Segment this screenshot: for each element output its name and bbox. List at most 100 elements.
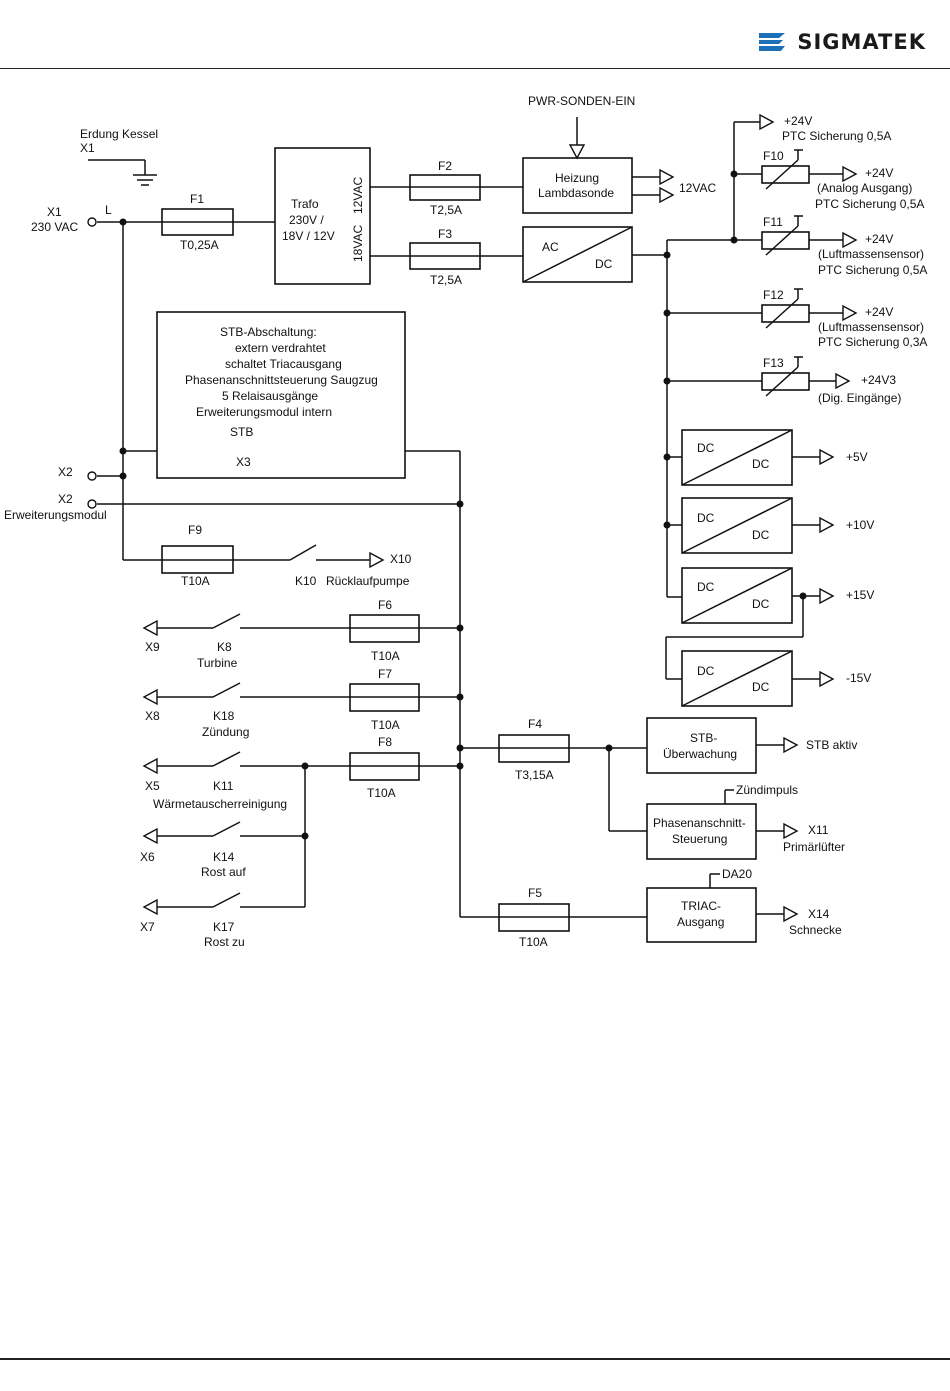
trafo-label-3: 18V / 12V — [282, 229, 335, 243]
arrows — [142, 113, 858, 923]
f7-label: F7 — [378, 667, 392, 681]
out-x5-icon — [142, 757, 158, 775]
triac-box — [646, 887, 757, 943]
ptc-f11 — [761, 215, 810, 256]
zuendung-label: Zündung — [202, 725, 249, 739]
out-5v-icon — [819, 448, 835, 466]
out-x10-icon — [369, 551, 385, 569]
f1-label: F1 — [190, 192, 204, 206]
out-x7-icon — [142, 898, 158, 916]
x1-label: X1 — [47, 205, 62, 219]
trafo-label-1: Trafo — [291, 197, 319, 211]
x2a-label: X2 — [58, 465, 73, 479]
pwr-arrow-icon — [568, 144, 586, 160]
out-stb-aktiv-icon — [783, 736, 799, 754]
dig-label: (Dig. Eingänge) — [818, 391, 901, 405]
zuendimpuls-label: Zündimpuls — [736, 783, 798, 797]
terminals — [87, 217, 97, 509]
x14-label: X14 — [808, 907, 830, 921]
ptc-f13 — [761, 356, 810, 397]
phas-label-2: Steuerung — [672, 832, 727, 846]
f8-value: T10A — [367, 786, 396, 800]
triac-label-1: TRIAC- — [681, 899, 721, 913]
ptc-f10 — [761, 149, 810, 190]
stb-line-2: extern verdrahtet — [235, 341, 326, 355]
boxes — [156, 147, 793, 943]
out-x14-icon — [783, 905, 799, 923]
f2-value: T2,5A — [430, 203, 462, 217]
f1-value: T0,25A — [180, 238, 219, 252]
dc-label: DC — [595, 257, 613, 271]
dc-m15v-in: DC — [697, 664, 715, 678]
ptc-f12 — [761, 288, 810, 329]
x7-label: X7 — [140, 920, 155, 934]
stb-line-6: Erweiterungsmodul intern — [196, 405, 332, 419]
header-rule — [0, 68, 950, 69]
p10-label: +10V — [846, 518, 874, 532]
out-x6-icon — [142, 827, 158, 845]
x5-label: X5 — [145, 779, 160, 793]
f13-label: F13 — [763, 356, 784, 370]
dc-5v-in: DC — [697, 441, 715, 455]
stb-line-4: Phasenanschnittsteuerung Saugzug — [185, 373, 378, 387]
f6-label: F6 — [378, 598, 392, 612]
k18-label: K18 — [213, 709, 235, 723]
ptc03-f12-label: PTC Sicherung 0,3A — [818, 335, 927, 349]
vac12-out-label: 12VAC — [679, 181, 716, 195]
trafo-label-2: 230V / — [289, 213, 324, 227]
stb-switch-label: STB — [230, 425, 253, 439]
f8-label: F8 — [378, 735, 392, 749]
heizung-label-1: Heizung — [555, 171, 599, 185]
rueck-label: Rücklaufpumpe — [326, 574, 410, 588]
p24v3-label: +24V3 — [861, 373, 896, 387]
phasenanschnitt-box — [646, 803, 757, 860]
da20-label: DA20 — [722, 867, 752, 881]
k17-label: K17 — [213, 920, 235, 934]
f2-label: F2 — [438, 159, 452, 173]
out-12vac-a-icon — [659, 168, 675, 186]
rost-zu-label: Rost zu — [204, 935, 245, 949]
out-15v-icon — [819, 587, 835, 605]
phas-label-1: Phasenanschnitt- — [653, 816, 746, 830]
k8-label: K8 — [217, 640, 232, 654]
x11-label: X11 — [808, 823, 829, 837]
f9-label: F9 — [188, 523, 202, 537]
ptc05-f10-label: PTC Sicherung 0,5A — [815, 197, 924, 211]
p24-top-label: +24V — [784, 114, 812, 128]
x10-label: X10 — [390, 552, 412, 566]
f12-label: F12 — [763, 288, 784, 302]
ptc05-f11-label: PTC Sicherung 0,5A — [818, 263, 927, 277]
out-24v-top-icon — [759, 113, 775, 131]
l-label: L — [105, 203, 112, 217]
ac-label: AC — [542, 240, 559, 254]
dc-5v-out: DC — [752, 457, 770, 471]
out-m15v-icon — [819, 670, 835, 688]
turbine-label: Turbine — [197, 656, 238, 670]
m15-label: -15V — [846, 671, 871, 685]
p24-f12-label: +24V — [865, 305, 893, 319]
p15-label: +15V — [846, 588, 874, 602]
luft1-label: (Luftmassensensor) — [818, 247, 924, 261]
waerme-label: Wärmetauscherreinigung — [153, 797, 287, 811]
footer-rule — [0, 1358, 950, 1360]
primaer-label: Primärlüfter — [783, 840, 845, 854]
stb-line-5: 5 Relaisausgänge — [222, 389, 318, 403]
ptc-fuses — [761, 149, 810, 397]
out-12vac-b-icon — [659, 186, 675, 204]
p24-f11-label: +24V — [865, 232, 893, 246]
out-x11-icon — [783, 822, 799, 840]
f11-label: F11 — [763, 215, 783, 229]
dc-10v-in: DC — [697, 511, 715, 525]
dc-m15v-out: DC — [752, 680, 770, 694]
stbu-label-1: STB- — [690, 731, 717, 745]
labels: PWR-SONDEN-EIN Erdung Kessel X1 X1 230 V… — [4, 94, 927, 949]
page-header: SIGMATEK — [0, 0, 950, 70]
k10-label: K10 — [295, 574, 317, 588]
out-f11-icon — [842, 231, 858, 249]
dc-15v-in: DC — [697, 580, 715, 594]
sigmatek-mark-icon — [759, 33, 786, 51]
x8-label: X8 — [145, 709, 160, 723]
relay-switches — [212, 442, 317, 908]
luft2-label: (Luftmassensensor) — [818, 320, 924, 334]
